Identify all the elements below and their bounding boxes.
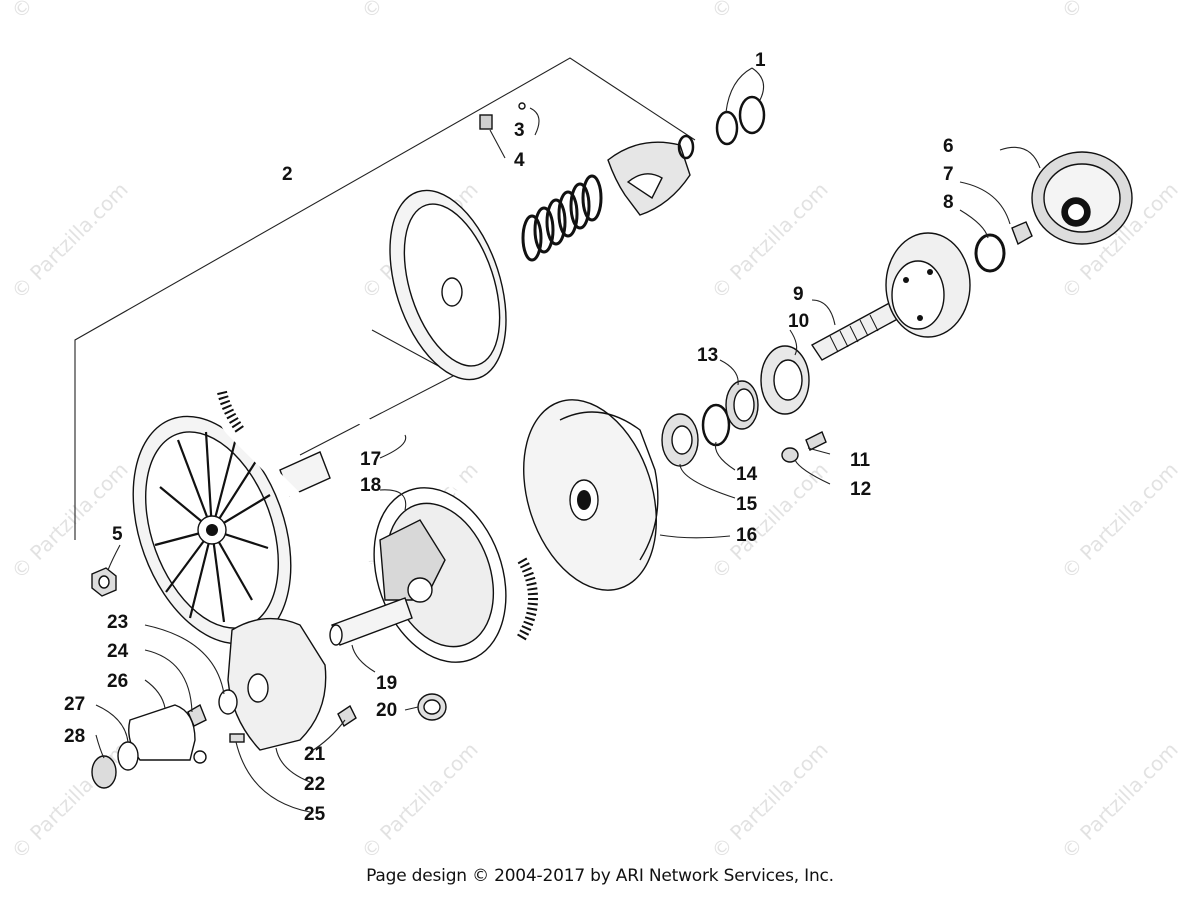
callout-27: 27 — [64, 694, 85, 715]
fixed-sheave-fan — [132, 415, 292, 645]
small-parts-lower — [91, 689, 357, 789]
callout-9: 9 — [793, 284, 804, 305]
bearing-10 — [760, 345, 810, 415]
watermark: © Partzilla.com — [7, 737, 133, 863]
seal-13 — [725, 380, 759, 430]
callout-17: 17 — [360, 449, 381, 470]
watermark: © Partzilla.com — [7, 177, 133, 303]
driven-clutch — [373, 487, 507, 663]
callout-5: 5 — [112, 524, 123, 545]
output-shaft-19 — [329, 597, 413, 646]
callout-3: 3 — [514, 120, 525, 141]
callout-labels: 1 2 3 4 5 6 7 8 9 10 11 12 13 14 15 16 1… — [64, 50, 954, 825]
watermark: © Partzilla.com — [707, 177, 833, 303]
watermark: © Partzilla.com — [707, 737, 833, 863]
sheave-16 — [523, 399, 659, 591]
callout-23: 23 — [107, 612, 128, 633]
callout-1: 1 — [755, 50, 766, 71]
callout-4: 4 — [514, 150, 525, 171]
nut-5 — [91, 567, 117, 597]
clutch-housing — [885, 232, 971, 338]
callout-8: 8 — [943, 192, 954, 213]
callout-18: 18 — [360, 475, 381, 496]
drive-belt — [215, 362, 552, 663]
callout-6: 6 — [943, 136, 954, 157]
roller-3-4 — [479, 102, 526, 130]
washers-1 — [677, 95, 766, 160]
callout-10: 10 — [788, 311, 809, 332]
spacer-15 — [661, 413, 699, 467]
watermark: © Partzilla.com — [1057, 737, 1183, 863]
washer-8 — [974, 233, 1006, 273]
callout-15: 15 — [736, 494, 758, 515]
callout-25: 25 — [304, 804, 326, 825]
callout-7: 7 — [943, 164, 954, 185]
watermark: © Partzilla.com — [707, 0, 833, 24]
callout-13: 13 — [697, 345, 718, 366]
leader-lines — [95, 67, 1041, 813]
clutch-assembly-6 — [1031, 151, 1133, 245]
callout-14: 14 — [736, 464, 758, 485]
copyright-footer: Page design © 2004-2017 by ARI Network S… — [366, 866, 834, 886]
watermark: © Partzilla.com — [1057, 0, 1183, 24]
watermark: © Partzilla.com — [7, 0, 133, 24]
nut-7 — [1011, 221, 1033, 246]
cam-plate-22 — [227, 617, 327, 751]
bolt-11-12 — [781, 431, 827, 463]
callout-21: 21 — [304, 744, 326, 765]
watermark: © Partzilla.com — [357, 737, 483, 863]
bearing-20 — [417, 693, 447, 721]
watermark: © Partzilla.com — [357, 0, 483, 24]
callout-11: 11 — [850, 450, 871, 471]
watermark: © Partzilla.com — [707, 457, 833, 583]
callout-26: 26 — [107, 671, 128, 692]
callout-24: 24 — [107, 641, 129, 662]
watermark: © Partzilla.com — [1057, 457, 1183, 583]
callout-16: 16 — [736, 525, 757, 546]
callout-19: 19 — [376, 673, 397, 694]
clutch-spider — [607, 141, 691, 216]
callout-2: 2 — [282, 164, 293, 185]
callout-20: 20 — [376, 700, 397, 721]
assembly-bracket-2 — [74, 57, 696, 540]
watermark: © Partzilla.com — [7, 457, 133, 583]
moveable-sheave — [389, 189, 507, 381]
callout-12: 12 — [850, 479, 871, 500]
callout-22: 22 — [304, 774, 325, 795]
o-ring-14 — [701, 403, 731, 447]
callout-28: 28 — [64, 726, 85, 747]
clutch-spring — [521, 174, 603, 262]
